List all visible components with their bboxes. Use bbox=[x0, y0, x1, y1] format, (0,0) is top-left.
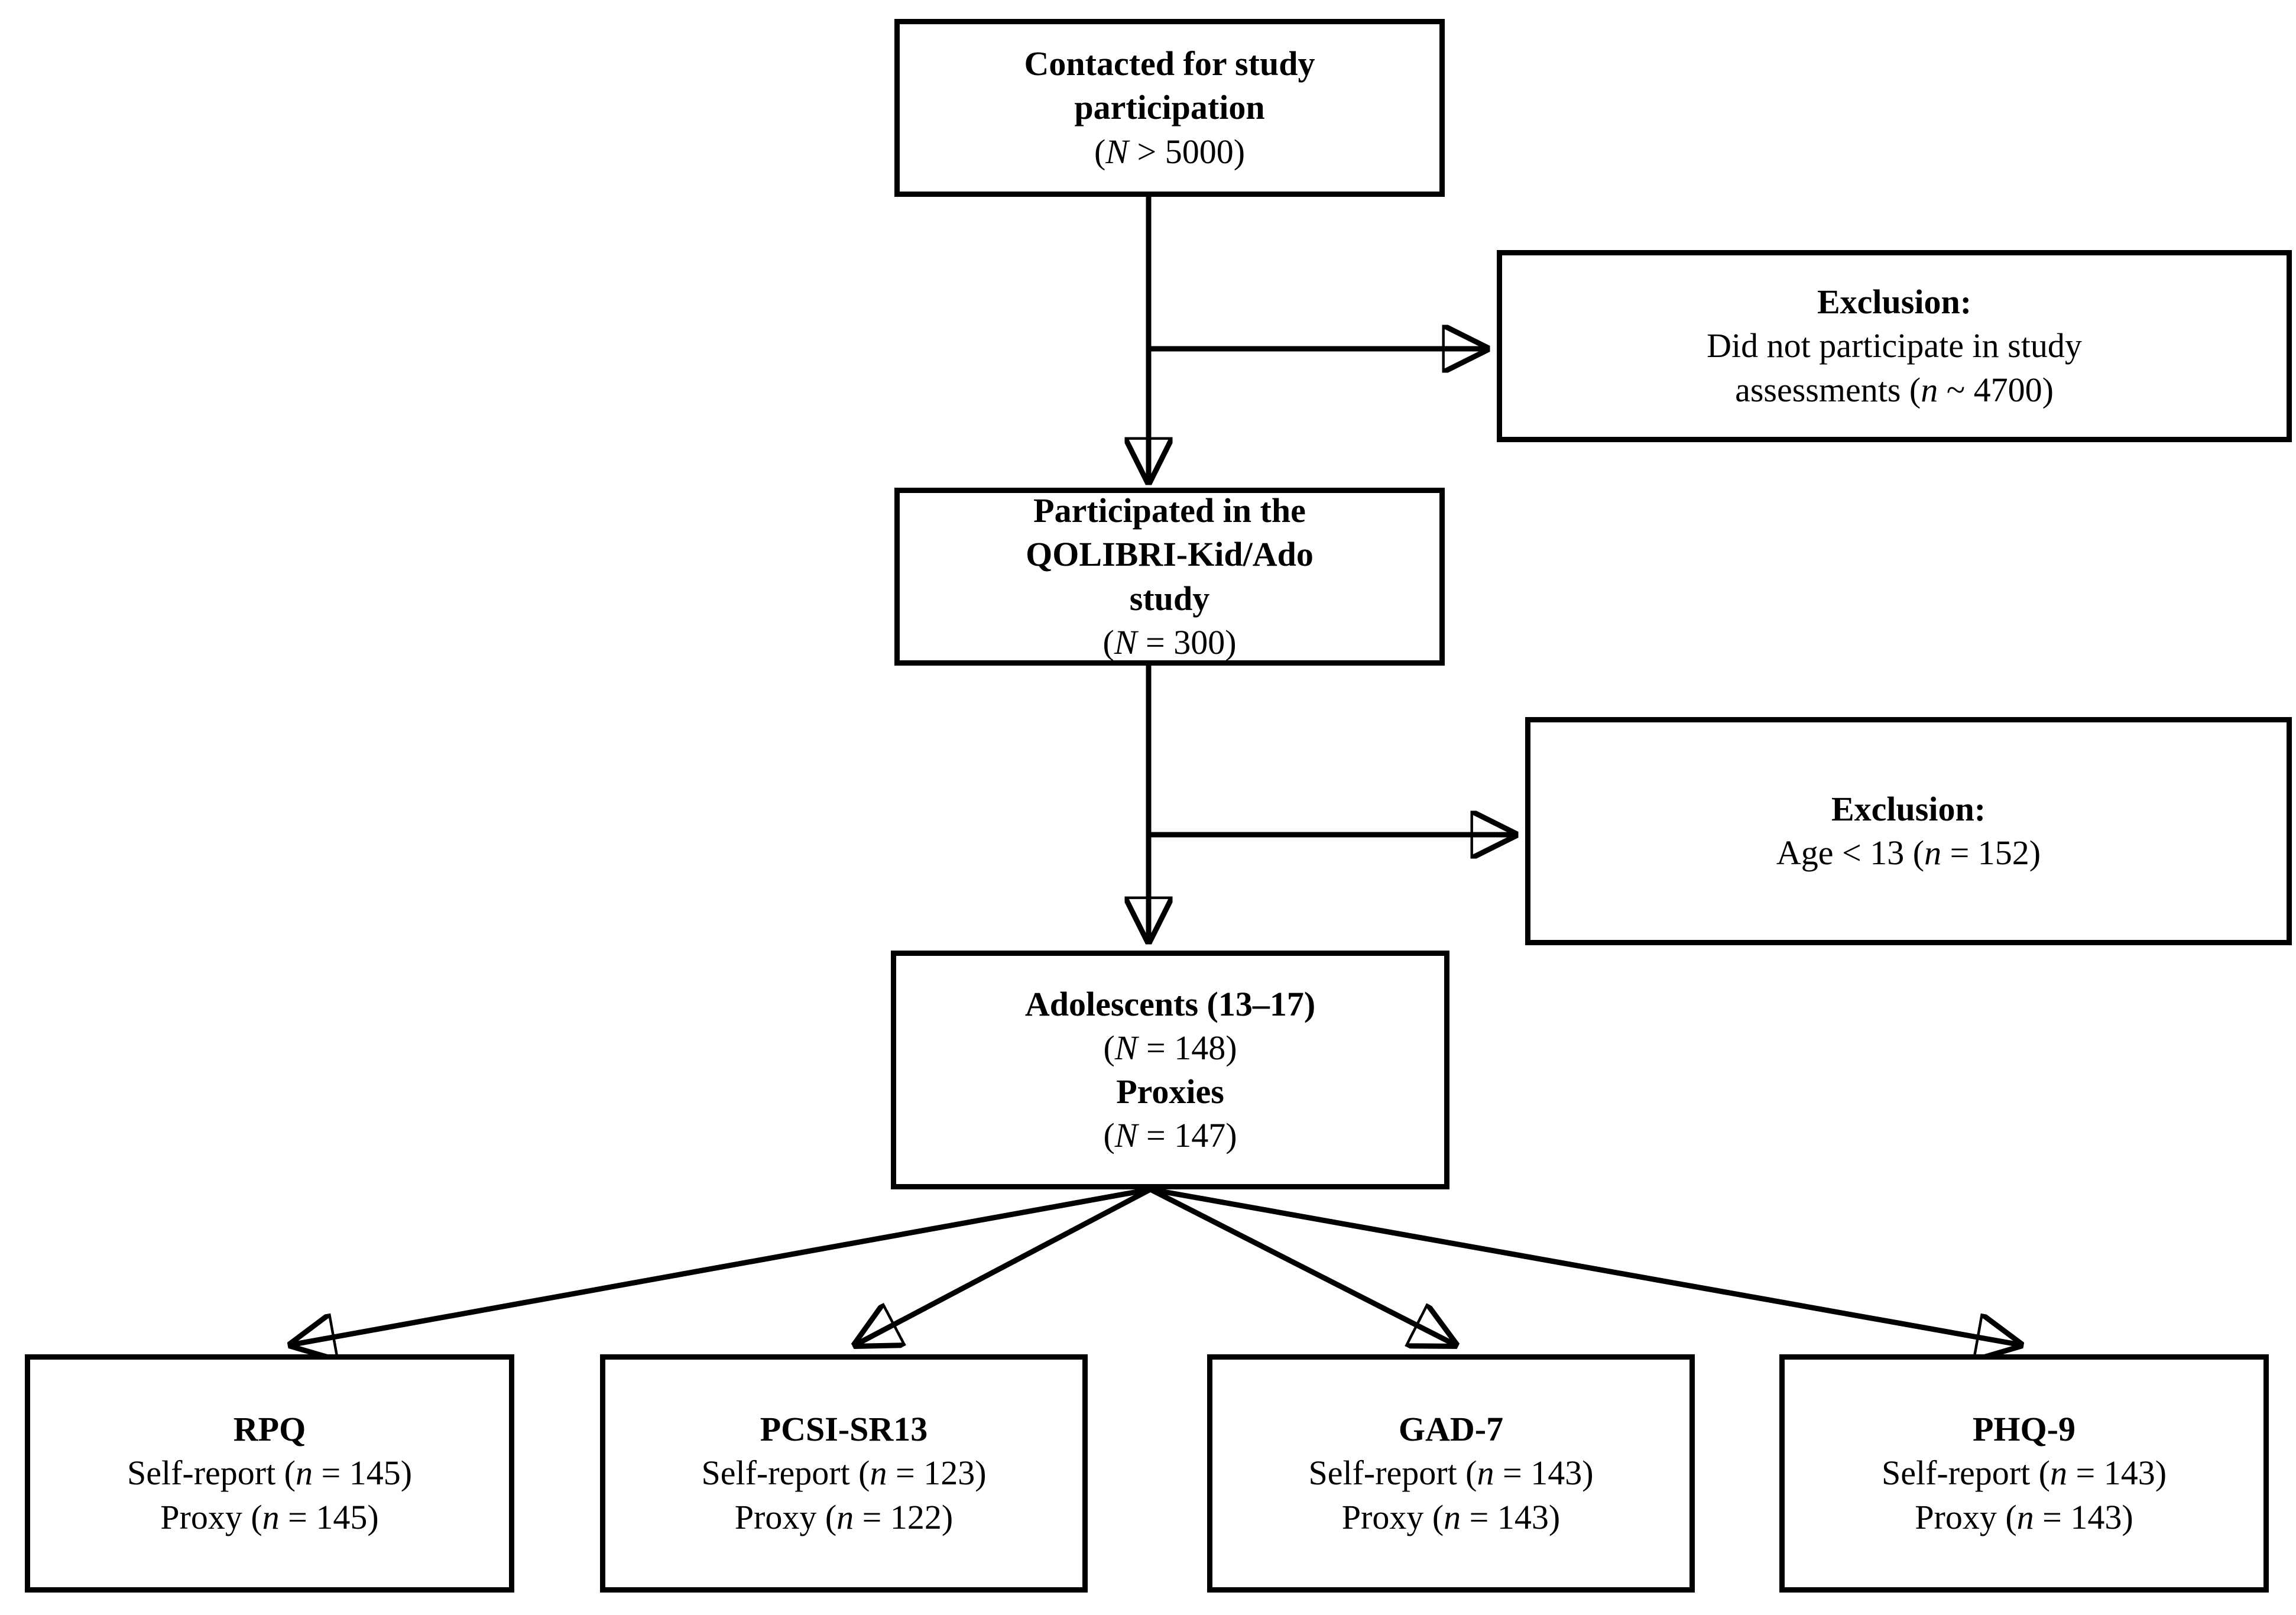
node-adolescents-heading: Adolescents (13–17) bbox=[1024, 984, 1316, 1023]
node-participated-line-2: QOLIBRI-Kid/Ado bbox=[1026, 535, 1314, 574]
edge-adolescents-to-gad bbox=[1149, 1186, 1455, 1345]
edge-adolescents-to-rpq bbox=[291, 1186, 1151, 1345]
node-rpq-proxy: Proxy (n = 145) bbox=[160, 1497, 379, 1536]
node-exclusion-1: Exclusion: Did not participate in study … bbox=[1497, 250, 2292, 442]
node-gad-proxy: Proxy (n = 143) bbox=[1341, 1497, 1561, 1536]
node-participated-qolibri: Participated in the QOLIBRI-Kid/Ado stud… bbox=[894, 488, 1445, 666]
node-proxies-heading: Proxies bbox=[1116, 1072, 1224, 1111]
node-exclusion-1-line-2: Did not participate in study bbox=[1707, 326, 2082, 365]
node-contacted-count: (N > 5000) bbox=[1094, 132, 1246, 171]
node-pcsi-proxy: Proxy (n = 122) bbox=[734, 1497, 954, 1536]
node-pcsi-title: PCSI-SR13 bbox=[760, 1410, 928, 1449]
node-rpq-title: RPQ bbox=[233, 1410, 306, 1449]
node-rpq-self-report: Self-report (n = 145) bbox=[127, 1454, 413, 1493]
node-contacted-for-study: Contacted for study participation (N > 5… bbox=[894, 19, 1445, 197]
node-phq-proxy: Proxy (n = 143) bbox=[1915, 1497, 2133, 1536]
node-measure-phq-9: PHQ-9 Self-report (n = 143) Proxy (n = 1… bbox=[1779, 1354, 2269, 1593]
node-contacted-line-1: Contacted for study bbox=[1024, 44, 1315, 83]
node-measure-pcsi-sr13: PCSI-SR13 Self-report (n = 123) Proxy (n… bbox=[600, 1354, 1088, 1593]
node-adolescents: Adolescents (13–17) (N = 148) Proxies (N… bbox=[891, 951, 1449, 1189]
edge-adolescents-to-pcsi bbox=[855, 1187, 1152, 1345]
node-adolescents-count: (N = 148) bbox=[1103, 1028, 1237, 1067]
node-phq-title: PHQ-9 bbox=[1973, 1410, 2076, 1449]
node-phq-self-report: Self-report (n = 143) bbox=[1881, 1454, 2167, 1493]
edge-adolescents-to-phq bbox=[1150, 1186, 2021, 1345]
node-exclusion-2-criterion: Age < 13 (n = 152) bbox=[1776, 834, 2041, 872]
node-participated-line-1: Participated in the bbox=[1033, 491, 1306, 530]
node-participated-count: (N = 300) bbox=[1102, 622, 1237, 661]
node-exclusion-2-heading: Exclusion: bbox=[1831, 789, 1986, 828]
node-proxies-count: (N = 147) bbox=[1103, 1116, 1237, 1155]
node-measure-rpq: RPQ Self-report (n = 145) Proxy (n = 145… bbox=[25, 1354, 514, 1593]
node-exclusion-1-heading: Exclusion: bbox=[1817, 283, 1972, 322]
node-exclusion-1-count: assessments (n ~ 4700) bbox=[1735, 370, 2054, 409]
node-gad-title: GAD-7 bbox=[1398, 1410, 1504, 1449]
node-exclusion-2: Exclusion: Age < 13 (n = 152) bbox=[1525, 717, 2292, 945]
node-contacted-line-2: participation bbox=[1074, 88, 1265, 127]
node-pcsi-self-report: Self-report (n = 123) bbox=[701, 1454, 987, 1493]
node-participated-line-3: study bbox=[1129, 579, 1210, 618]
node-measure-gad-7: GAD-7 Self-report (n = 143) Proxy (n = 1… bbox=[1207, 1354, 1695, 1593]
node-gad-self-report: Self-report (n = 143) bbox=[1308, 1454, 1594, 1493]
